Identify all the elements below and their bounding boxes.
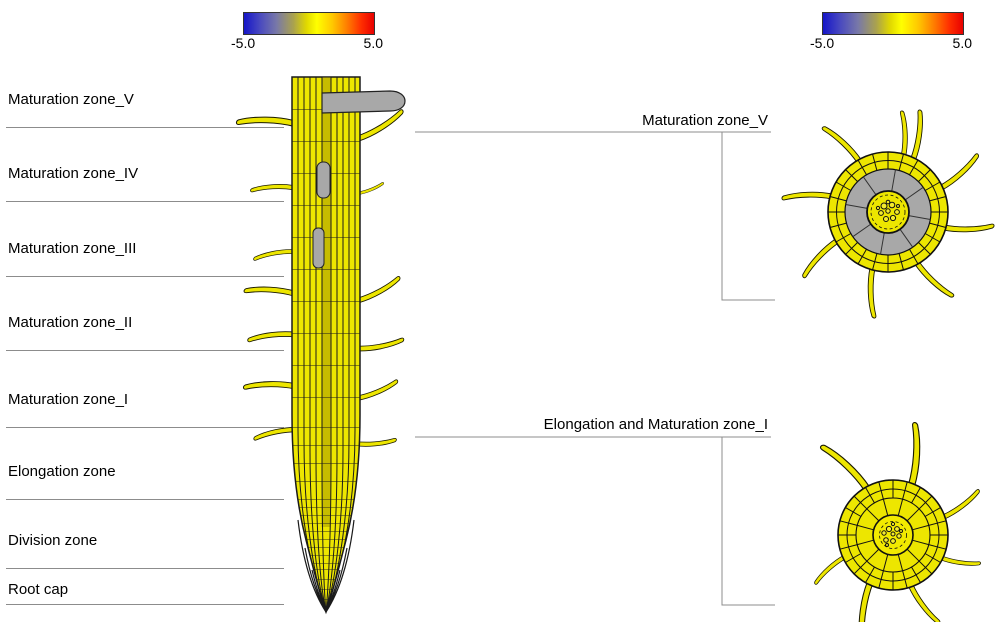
- zone-divider-line: [6, 427, 284, 428]
- gray-cell: [316, 161, 331, 199]
- zone-label-maturation-iii: Maturation zone_III: [8, 240, 137, 257]
- zone-label-maturation-ii: Maturation zone_II: [8, 314, 133, 331]
- colorbar-right-min: -5.0: [810, 35, 835, 51]
- colorbar-right: [822, 12, 964, 35]
- zone-divider-line: [6, 568, 284, 569]
- zone-label-elongation: Elongation zone: [8, 463, 116, 480]
- cross-section-elongation-maturation-i: [808, 421, 985, 622]
- root-cell-grid: [292, 77, 360, 612]
- colorbar-left-max: 5.0: [363, 35, 383, 51]
- epidermis-cell-walls: [838, 480, 948, 590]
- zone-label-maturation-v: Maturation zone_V: [8, 91, 134, 108]
- section-label-elongation-maturation-i: Elongation and Maturation zone_I: [543, 416, 768, 433]
- cross-section-maturation-v: [781, 108, 995, 319]
- zone-divider-line: [6, 201, 284, 202]
- cortex-cell-walls: [845, 169, 931, 255]
- zone-divider-line: [6, 276, 284, 277]
- zone-label-maturation-i: Maturation zone_I: [8, 391, 129, 408]
- cortex-cell-walls: [857, 499, 929, 571]
- zone-label-maturation-iv: Maturation zone_IV: [8, 165, 139, 182]
- root-cap-layers: [297, 519, 355, 614]
- epidermis-cell-walls: [828, 152, 948, 272]
- section-label-maturation-v: Maturation zone_V: [642, 112, 768, 129]
- zone-label-root-cap: Root cap: [8, 581, 69, 598]
- vascular-cells: [875, 199, 900, 222]
- zone-label-division: Division zone: [8, 532, 98, 549]
- zone-divider-line: [6, 127, 284, 128]
- colorbar-right-max: 5.0: [952, 35, 972, 51]
- vascular-cells: [881, 521, 903, 547]
- colorbar-left-labels: -5.0 5.0: [231, 35, 383, 51]
- colorbar-left-min: -5.0: [231, 35, 256, 51]
- gray-cell: [312, 227, 325, 269]
- zone-divider-line: [6, 604, 284, 605]
- zone-divider-line: [6, 499, 284, 500]
- root-longitudinal-illustration: [235, 76, 409, 615]
- lateral-root-primordium: [321, 90, 406, 114]
- colorbar-left: [243, 12, 375, 35]
- connector-lines: [415, 131, 775, 606]
- zone-divider-line: [6, 350, 284, 351]
- colorbar-right-labels: -5.0 5.0: [810, 35, 972, 51]
